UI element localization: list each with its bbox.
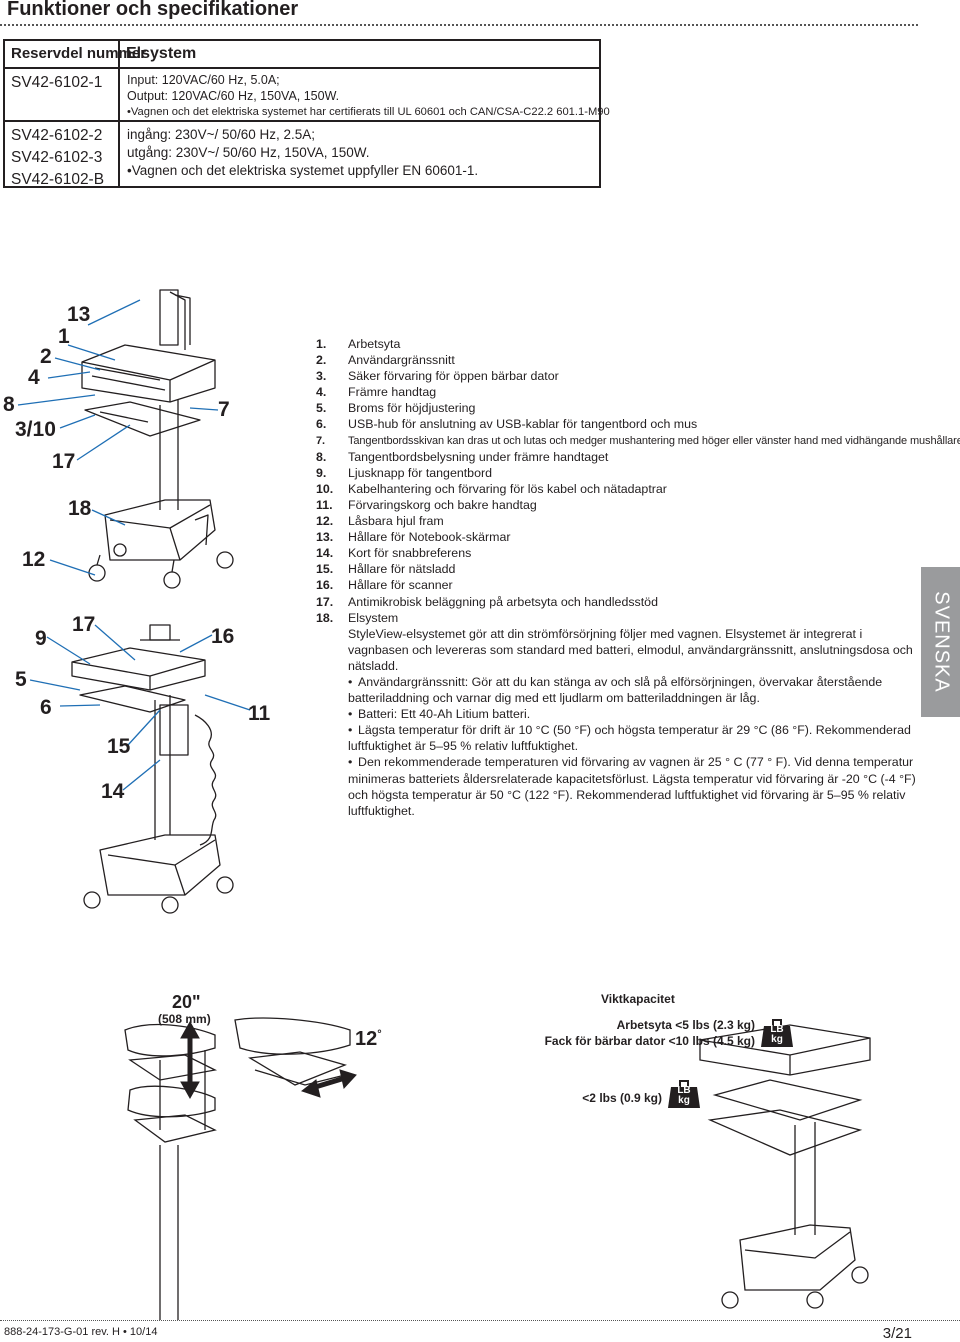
feature-legend: 1.Arbetsyta 2.Användargränssnitt 3.Säker… (316, 336, 960, 819)
weight-laptop-tray: Fack för bärbar dator <10 lbs (4.5 kg) (544, 1034, 755, 1048)
weight-capacity-title: Viktkapacitet (601, 992, 675, 1006)
callout-17: 17 (72, 613, 96, 636)
list-item: 10.Kabelhantering och förvaring för lös … (316, 481, 667, 496)
system-bullet: •Lägsta temperatur för drift är 10 °C (5… (348, 723, 911, 754)
weight-worksurface: Arbetsyta <5 lbs (2.3 kg) (616, 1018, 755, 1032)
part-number: SV42-6102-1 (11, 74, 103, 91)
list-item: 12.Låsbara hjul fram (316, 514, 444, 529)
list-item: 15.Hållare för nätsladd (316, 562, 456, 577)
spec-line: Output: 120VAC/60 Hz, 150VA, 150W. (127, 89, 340, 103)
weight-keyboard: <2 lbs (0.9 kg) (582, 1091, 662, 1105)
spec-line: Input: 120VAC/60 Hz, 5.0A; (127, 73, 280, 87)
callout-16: 16 (211, 625, 235, 648)
callout-9: 9 (35, 627, 47, 650)
list-item: 11.Förvaringskorg och bakre handtag (316, 497, 537, 512)
part-number: SV42-6102-B (11, 171, 105, 188)
callout-14: 14 (101, 780, 125, 803)
list-item: 18.Elsystem (316, 610, 399, 625)
list-item: 1.Arbetsyta (316, 337, 401, 351)
list-item: 7.Tangentbordsskivan kan dras ut och lut… (316, 434, 960, 447)
callout-18: 18 (68, 497, 92, 520)
height-travel-metric: (508 mm) (158, 1012, 211, 1026)
callout-12: 12 (22, 548, 46, 571)
callout-11: 11 (248, 702, 271, 725)
part-number: SV42-6102-3 (11, 149, 103, 166)
system-description: StyleView-elsystemet gör att din strömfö… (348, 626, 913, 673)
list-item: 9.Ljusknapp för tangentbord (316, 465, 492, 480)
table-column-divider (118, 41, 120, 186)
list-item: 16.Hållare för scanner (316, 578, 453, 593)
spec-table: Reservdel nummer Elsystem SV42-6102-1 In… (3, 39, 610, 188)
list-item: 13.Hållare för Notebook-skärmar (316, 530, 511, 545)
height-travel-value: 20" (172, 992, 201, 1012)
callout-3-10: 3/10 (15, 418, 56, 441)
table-row-divider (5, 120, 599, 122)
part-number: SV42-6102-2 (11, 127, 103, 144)
footer-divider (0, 1320, 960, 1321)
list-item: 17.Antimikrobisk beläggning på arbetsyta… (316, 594, 658, 609)
callout-15: 15 (107, 735, 131, 758)
page-number: 3/21 (882, 1325, 912, 1342)
table-header-divider (5, 67, 599, 69)
table-header-system: Elsystem (126, 45, 197, 62)
tilt-angle: 12° (355, 1028, 382, 1050)
list-item: 14.Kort för snabbreferens (316, 546, 472, 561)
document-code: 888-24-173-G-01 rev. H • 10/14 (4, 1326, 158, 1338)
spec-bullet: •Vagnen och det elektriska systemet uppf… (127, 163, 479, 178)
callout-1: 1 (58, 325, 70, 348)
callout-5: 5 (15, 668, 27, 691)
callout-4: 4 (28, 366, 40, 389)
system-bullet: •Den rekommenderade temperaturen vid för… (348, 755, 916, 818)
weight-icon (761, 1019, 793, 1047)
list-item: 5.Broms för höjdjustering (316, 401, 476, 416)
callout-2: 2 (40, 345, 52, 368)
callout-7: 7 (218, 398, 230, 421)
title-divider (0, 24, 918, 26)
list-item: 3.Säker förvaring för öppen bärbar dator (316, 369, 559, 384)
callout-6: 6 (40, 696, 52, 719)
spec-bullet: •Vagnen och det elektriska systemet har … (127, 106, 610, 118)
list-item: 4.Främre handtag (316, 385, 437, 400)
callout-13: 13 (67, 303, 91, 326)
weight-icon (668, 1080, 700, 1108)
table-header-part: Reservdel nummer (11, 45, 147, 62)
spec-line: utgång: 230V~/ 50/60 Hz, 150VA, 150W. (127, 145, 370, 160)
system-bullet: •Användargränssnitt: Gör att du kan stän… (348, 674, 883, 706)
list-item: 8.Tangentbordsbelysning under främre han… (316, 449, 609, 464)
callout-17: 17 (52, 450, 76, 473)
list-item: 2.Användargränssnitt (316, 353, 455, 368)
system-bullet: •Batteri: Ett 40-Ah Litium batteri. (348, 707, 531, 722)
spec-line: ingång: 230V~/ 50/60 Hz, 2.5A; (127, 127, 316, 142)
list-item: 6.USB-hub för anslutning av USB-kablar f… (316, 417, 698, 432)
page-title: Funktioner och specifikationer (7, 0, 299, 20)
callout-8: 8 (3, 393, 15, 416)
language-tab: SVENSKA (921, 567, 960, 717)
